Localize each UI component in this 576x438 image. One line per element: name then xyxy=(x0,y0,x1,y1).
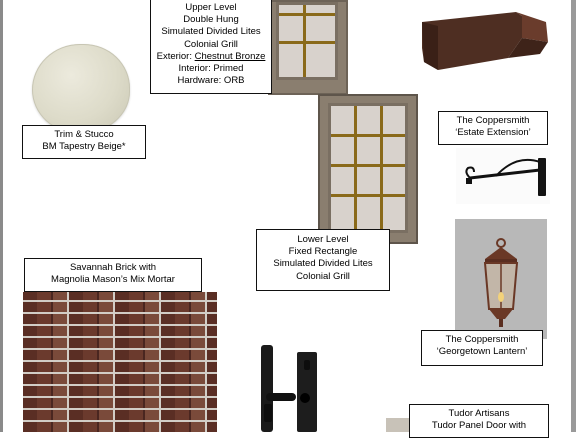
lower-window-sash xyxy=(328,103,408,233)
upper-window-line: Simulated Divided Lites xyxy=(161,26,261,38)
hardware-interior-plate xyxy=(297,352,317,432)
brick-label: Savannah Brick with Magnolia Mason’s Mix… xyxy=(24,258,202,292)
paint-swatch xyxy=(32,44,130,134)
grill-bar xyxy=(380,106,383,230)
left-frame-edge xyxy=(0,0,3,432)
right-frame-edge xyxy=(571,0,576,432)
lower-window-line: Colonial Grill xyxy=(296,270,350,282)
hardware-lever xyxy=(266,393,296,401)
grill-bar xyxy=(331,134,405,137)
upper-window-exterior: Exterior: Chestnut Bronze xyxy=(156,50,266,62)
gas-lantern-icon xyxy=(483,238,519,327)
door-label-line: Tudor Artisans xyxy=(448,408,510,419)
trim-label-line: BM Tapestry Beige* xyxy=(42,141,126,153)
lower-window-line: Lower Level xyxy=(297,234,349,245)
lower-window-line: Simulated Divided Lites xyxy=(273,258,373,270)
trim-label-line: Trim & Stucco xyxy=(54,129,114,140)
gutter-label-line: ‘Estate Extension’ xyxy=(455,127,531,139)
gutter-label: The Coppersmith ‘Estate Extension’ xyxy=(438,111,548,145)
upper-window-line: Hardware: ORB xyxy=(177,75,245,87)
grill-bar xyxy=(279,41,335,44)
hardware-thumbturn xyxy=(304,360,310,370)
hardware-keyhole xyxy=(264,404,272,422)
grill-bar xyxy=(279,13,335,16)
lower-window-image xyxy=(318,94,418,244)
upper-window-label: Upper Level Double Hung Simulated Divide… xyxy=(150,0,272,94)
upper-window-sash xyxy=(276,2,338,80)
half-round-gutter-icon xyxy=(422,12,548,70)
upper-window-line: Double Hung xyxy=(183,14,239,26)
lantern-photo xyxy=(455,219,547,339)
gutter-label-line: The Coppersmith xyxy=(456,115,530,126)
grill-bar xyxy=(354,106,357,230)
trim-label: Trim & Stucco BM Tapestry Beige* xyxy=(22,125,146,159)
upper-window-line: Colonial Grill xyxy=(184,38,238,50)
exterior-color-link: Chestnut Bronze xyxy=(194,50,266,62)
brick-label-line: Magnolia Mason’s Mix Mortar xyxy=(51,274,175,286)
upper-window-line: Upper Level xyxy=(185,2,237,13)
brick-label-line: Savannah Brick with xyxy=(69,262,157,273)
wall-bracket-icon xyxy=(465,158,546,196)
lantern-label-line: ‘Georgetown Lantern’ xyxy=(436,346,528,358)
upper-window-image xyxy=(268,0,348,95)
door-label-line: Tudor Panel Door with xyxy=(431,420,527,432)
hardware-knob xyxy=(300,393,310,403)
grill-bar xyxy=(331,164,405,167)
grill-bar xyxy=(331,194,405,197)
lantern-label: The Coppersmith ‘Georgetown Lantern’ xyxy=(421,330,543,366)
lower-window-line: Fixed Rectangle xyxy=(288,246,358,258)
lantern-label-line: The Coppersmith xyxy=(445,334,519,345)
lower-window-label: Lower Level Fixed Rectangle Simulated Di… xyxy=(256,229,390,291)
door-label: Tudor Artisans Tudor Panel Door with xyxy=(409,404,549,438)
brick-sample xyxy=(23,292,217,432)
bracket-photo xyxy=(456,148,550,204)
upper-window-line: Interior: Primed xyxy=(178,63,244,75)
